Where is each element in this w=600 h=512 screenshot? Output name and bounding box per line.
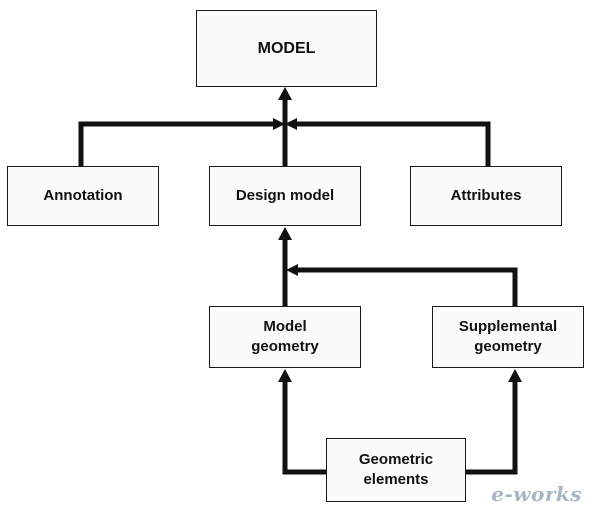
arrowhead-right-into-model (285, 118, 297, 130)
node-model-geometry: Model geometry (209, 306, 361, 368)
node-design-model: Design model (209, 166, 361, 226)
arrowhead-model-up (278, 87, 292, 100)
edge-attributes-model (294, 121, 491, 166)
arrowhead-supp-to-design (286, 264, 298, 276)
arrowhead-left-into-model (273, 118, 285, 130)
edge-geomelem-suppgeom (466, 380, 518, 475)
node-supplemental-geometry: Supplemental geometry (432, 306, 584, 368)
node-geometric-elements-label: Geometric elements (358, 451, 434, 488)
arrowhead-modelgeom-up (278, 369, 292, 382)
node-geometric-elements: Geometric elements (326, 438, 466, 502)
arrowhead-design-up (278, 227, 292, 240)
edge-geomelem-modelgeom (282, 380, 326, 475)
node-annotation-label: Annotation (43, 187, 123, 204)
edge-suppgeom-design (296, 267, 518, 306)
node-attributes-label: Attributes (450, 187, 522, 204)
node-model-label: MODEL (257, 39, 316, 57)
node-supplemental-geometry-label: Supplemental geometry (458, 318, 558, 355)
node-design-model-label: Design model (235, 187, 335, 204)
node-attributes: Attributes (410, 166, 562, 226)
node-annotation: Annotation (7, 166, 159, 226)
arrowhead-suppgeom-up (508, 369, 522, 382)
edge-annotation-model (78, 121, 276, 166)
node-model: MODEL (196, 10, 377, 87)
node-model-geometry-label: Model geometry (251, 318, 319, 355)
watermark-logo: e-works (491, 482, 582, 506)
